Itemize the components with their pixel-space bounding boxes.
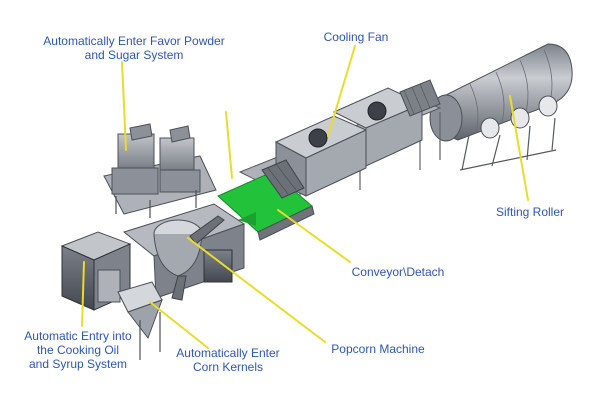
- leader-line-popcorn-machine: [187, 237, 326, 343]
- label-popcorn-machine: Popcorn Machine: [331, 342, 425, 356]
- label-favor-powder-sugar-system: Automatically Enter Favor Powder and Sug…: [43, 34, 225, 62]
- label-cooking-oil-syrup-system: Automatic Entry into the Cooking Oil and…: [24, 329, 132, 371]
- popcorn-machine-unit: [122, 203, 246, 301]
- leader-line-sifting-roller: [509, 95, 529, 201]
- leader-line-conveyor: [277, 209, 351, 263]
- leader-line-cooking-oil: [81, 261, 85, 327]
- leader-line-upper: [225, 111, 233, 179]
- label-sifting-roller: Sifting Roller: [495, 205, 565, 219]
- label-conveyor-detach: Conveyor\Detach: [351, 265, 445, 279]
- cooking-oil-syrup-system: [60, 231, 163, 360]
- leader-line-favor-powder: [121, 61, 127, 151]
- leader-line-cooling-fan: [327, 45, 356, 137]
- label-corn-kernels: Automatically Enter Corn Kernels: [176, 346, 280, 374]
- leader-line-corn-kernels: [149, 301, 209, 349]
- sifting-roller-drum: [429, 43, 573, 171]
- label-cooling-fan: Cooling Fan: [323, 30, 389, 44]
- flavor-powder-sugar-system: [103, 123, 217, 218]
